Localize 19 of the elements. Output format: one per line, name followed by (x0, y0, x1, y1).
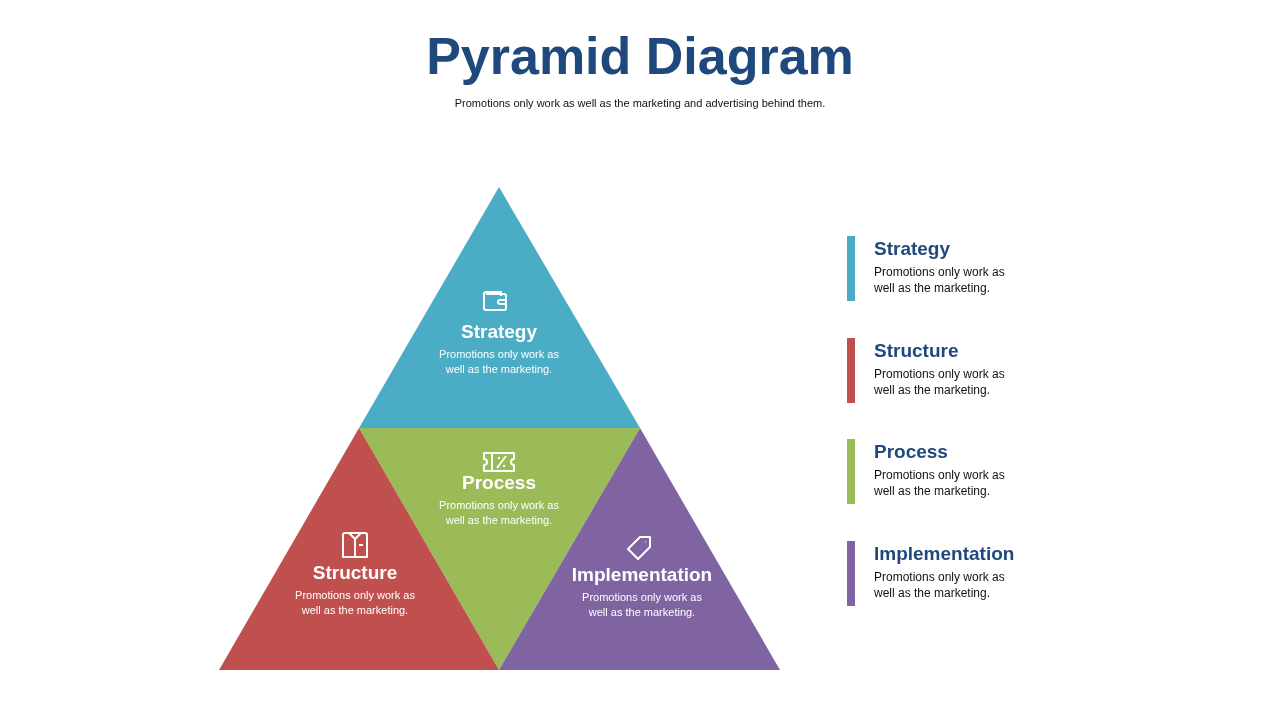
segment-description: Promotions only work as well as the marketing. (438, 498, 560, 528)
item-heading: Structure (874, 340, 959, 362)
pyramid-segment (359, 187, 640, 428)
segment-heading: Process (462, 472, 536, 494)
segment-description: Promotions only work as well as the marketing. (438, 347, 560, 377)
title: Pyramid Diagram (425, 26, 855, 86)
segment-heading: Strategy (461, 321, 537, 343)
subtitle: Promotions only work as well as the marketing and advertising behind them. (453, 97, 827, 109)
segment-description: Promotions only work as well as the marketing. (581, 590, 703, 620)
item-description: Promotions only work as well as the marketing. (874, 569, 1006, 601)
item-heading: Process (874, 441, 948, 463)
segment-description: Promotions only work as well as the marketing. (294, 588, 416, 618)
segment-heading: Structure (312, 562, 398, 584)
segment-heading: Implementation (571, 564, 713, 586)
item-description: Promotions only work as well as the marketing. (874, 366, 1006, 398)
item-description: Promotions only work as well as the marketing. (874, 467, 1006, 499)
item-heading: Strategy (874, 238, 951, 260)
item-description: Promotions only work as well as the marketing. (874, 264, 1006, 296)
item-heading: Implementation (874, 543, 1015, 565)
